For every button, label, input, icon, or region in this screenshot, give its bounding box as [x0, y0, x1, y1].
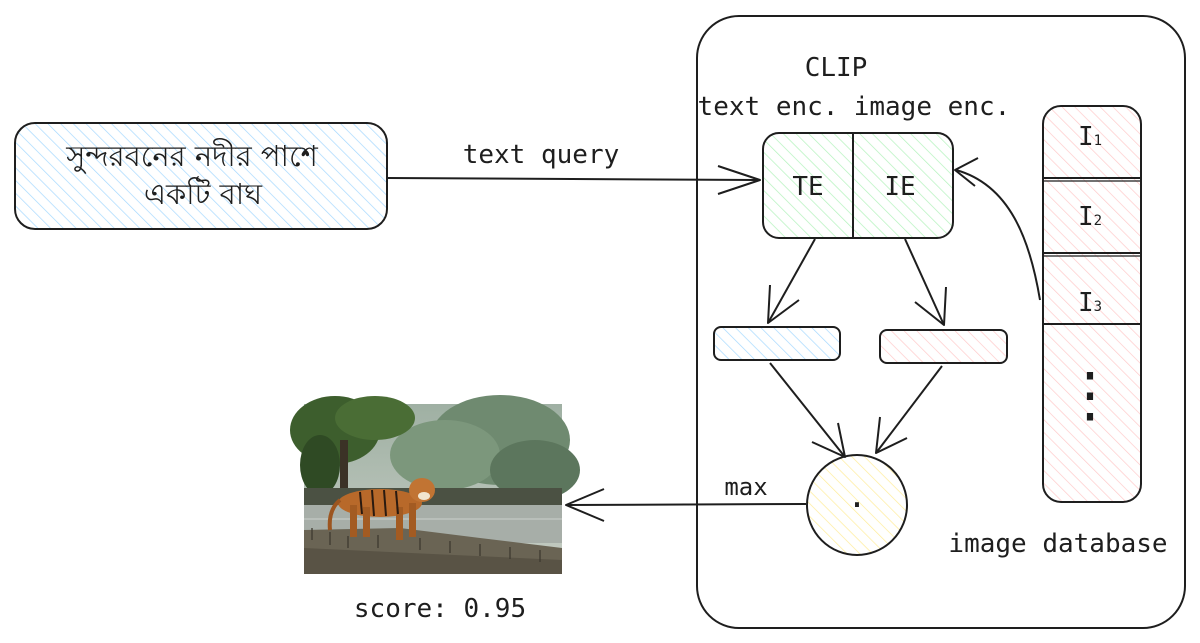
- ie-to-image-vector-arrow: [904, 238, 947, 326]
- query-box: সুন্দরবনের নদীর পাশে একটি বাঘ: [14, 122, 388, 230]
- text-vector-to-score-arrow: [769, 362, 846, 458]
- te-to-text-vector-arrow: [767, 238, 816, 324]
- query-line-2: একটি বাঘ: [144, 176, 263, 211]
- dot-product-node: ·: [806, 454, 908, 556]
- database-item-2: I2: [1078, 202, 1102, 232]
- clip-title: CLIP: [805, 53, 868, 83]
- database-item-3: I3: [1078, 288, 1102, 318]
- database-more-ellipsis: ⋮: [1060, 360, 1120, 430]
- text-embedding-vector: [713, 326, 841, 361]
- image-database: I1 I2 I3 ⋮: [1042, 105, 1142, 503]
- text-encoder-label: TE: [792, 172, 823, 202]
- image-database-label: image database: [948, 529, 1167, 559]
- score-label: score: 0.95: [354, 594, 526, 624]
- database-item-1: I1: [1078, 122, 1102, 152]
- database-to-encoder-arrow: [954, 157, 1041, 301]
- image-encoder-label: IE: [884, 172, 915, 202]
- query-line-1: সুন্দরবনের নদীর পাশে: [65, 138, 318, 174]
- clip-container: [696, 15, 1186, 629]
- text-query-label: text query: [463, 140, 620, 170]
- image-embedding-vector: [879, 329, 1008, 364]
- image-encoder-caption: image enc.: [854, 92, 1011, 122]
- encoder-block: TE IE: [762, 132, 954, 239]
- max-label: max: [724, 473, 767, 501]
- text-query-arrow: [387, 165, 761, 195]
- dot-product-symbol: ·: [847, 486, 866, 524]
- max-arrow: [565, 488, 807, 522]
- image-vector-to-score-arrow: [875, 365, 943, 454]
- result-image: [290, 395, 580, 574]
- text-encoder-caption: text enc.: [698, 92, 839, 122]
